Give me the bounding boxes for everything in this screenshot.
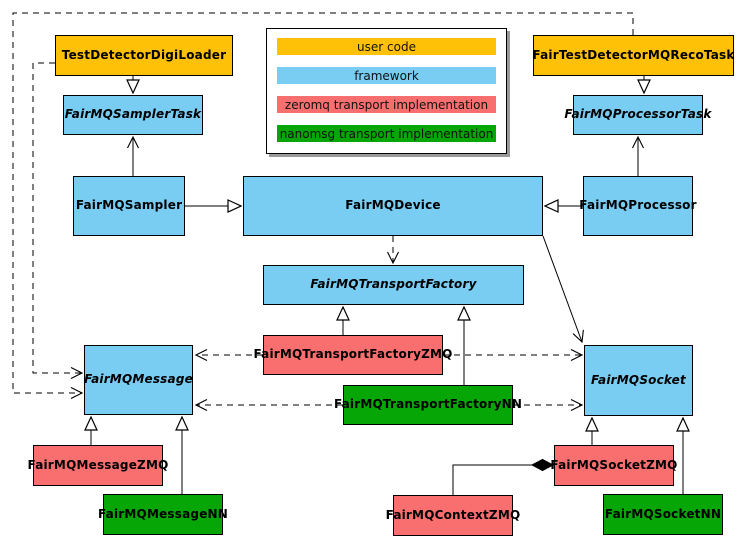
node-fairmqprocessortask: FairMQProcessorTask <box>564 95 711 135</box>
node-label: FairMQTransportFactory <box>310 277 477 292</box>
node-label: FairMQContextZMQ <box>385 507 521 522</box>
node-fairmqmessagezmq: FairMQMessageZMQ <box>28 445 168 486</box>
node-fairmqsamplertask: FairMQSamplerTask <box>63 95 203 135</box>
edge-device-socket <box>542 235 582 342</box>
node-label: FairMQMessageZMQ <box>27 457 169 472</box>
node-fairmqsocketnn: FairMQSocketNN <box>603 494 723 535</box>
legend-label: framework <box>354 68 419 83</box>
node-label: FairMQSampler <box>75 198 183 213</box>
node-fairmqprocessor: FairMQProcessor <box>579 176 697 236</box>
edge-recotask-message <box>12 12 634 393</box>
node-fairmqdevice: FairMQDevice <box>243 176 543 236</box>
node-label: FairMQDevice <box>345 198 441 213</box>
legend-label: zeromq transport implementation <box>284 97 489 112</box>
node-label: FairMQSocketZMQ <box>550 457 678 472</box>
node-fairmqcontextzmq: FairMQContextZMQ <box>386 495 520 536</box>
node-fairmqtransportfactorynn: FairMQTransportFactoryNN <box>334 385 522 425</box>
node-fairmqsampler: FairMQSampler <box>73 176 185 236</box>
node-label: FairTestDetectorMQRecoTask <box>532 47 735 62</box>
node-fairmqsocketzmq: FairMQSocketZMQ <box>550 445 677 486</box>
node-label: FairMQMessageNN <box>97 506 229 521</box>
edge-contextzmq-socketzmq <box>452 465 553 495</box>
edge-digiloader-message <box>32 62 82 373</box>
node-label: FairMQProcessorTask <box>564 107 712 122</box>
node-label: FairMQTransportFactoryZMQ <box>253 347 453 362</box>
node-fairmqmessage: FairMQMessage <box>84 345 193 415</box>
node-label: FairMQSocket <box>591 372 686 387</box>
node-label: FairMQProcessor <box>579 198 697 213</box>
node-label: TestDetectorDigiLoader <box>61 47 227 62</box>
legend-item-nanomsg: nanomsg transport implementation <box>277 125 496 142</box>
legend: user code framework zeromq transport imp… <box>266 28 507 154</box>
legend-item-user-code: user code <box>277 38 496 55</box>
node-fairmqtransportfactoryzmq: FairMQTransportFactoryZMQ <box>253 335 452 375</box>
node-fairtestdetectormqrecotask: FairTestDetectorMQRecoTask <box>532 35 735 76</box>
legend-item-framework: framework <box>277 67 496 84</box>
legend-item-zeromq: zeromq transport implementation <box>277 96 496 113</box>
legend-label: nanomsg transport implementation <box>279 126 494 141</box>
legend-label: user code <box>357 39 416 54</box>
node-testdetectordigiloader: TestDetectorDigiLoader <box>55 35 233 76</box>
node-fairmqmessagenn: FairMQMessageNN <box>98 494 228 535</box>
node-label: FairMQSamplerTask <box>64 107 202 122</box>
node-label: FairMQMessage <box>84 372 193 387</box>
node-label: FairMQSocketNN <box>604 506 722 521</box>
node-label: FairMQTransportFactoryNN <box>333 397 523 412</box>
node-fairmqsocket: FairMQSocket <box>584 345 693 416</box>
node-fairmqtransportfactory: FairMQTransportFactory <box>263 265 524 305</box>
